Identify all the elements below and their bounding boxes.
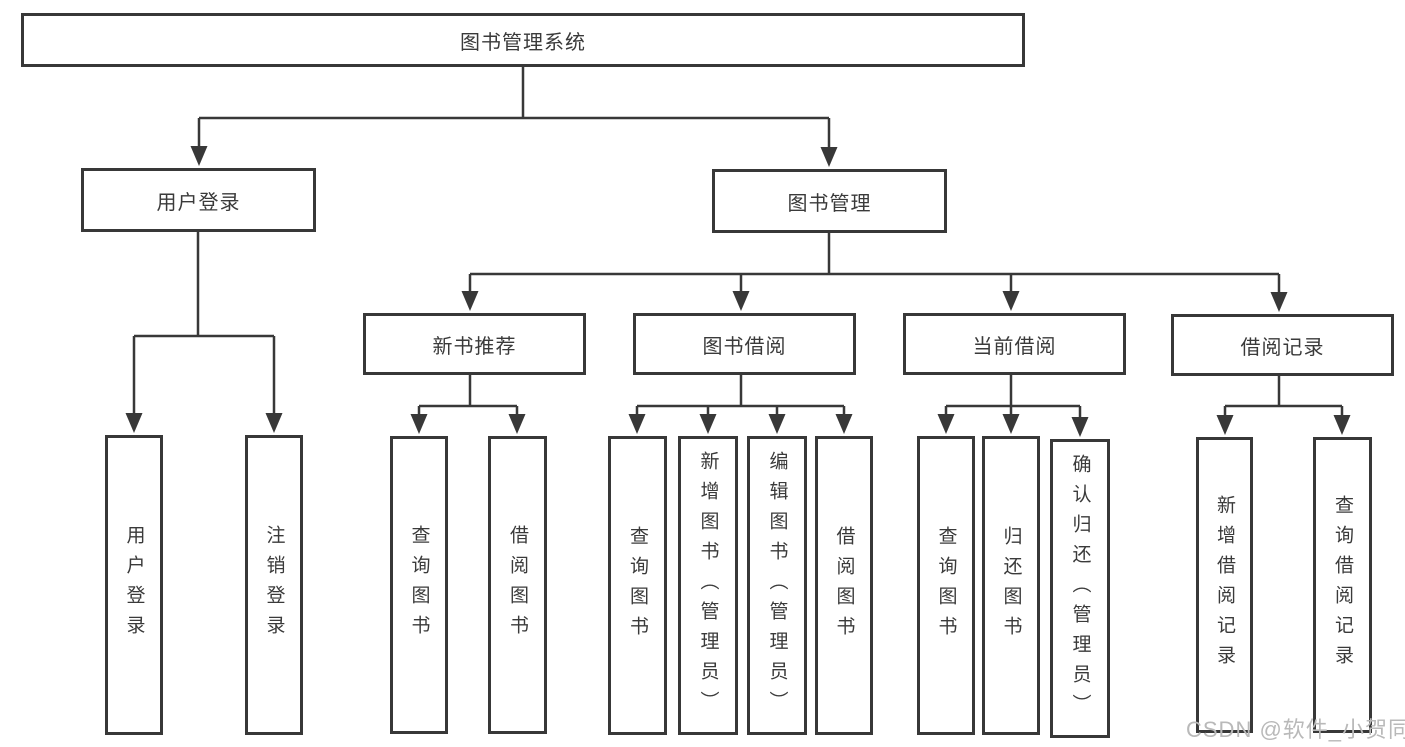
node-new-book-recommend: 新书推荐 — [363, 313, 586, 375]
leaf-bb-borrow-books-label: 借阅图书 — [833, 525, 855, 646]
leaf-bb-add-books-admin-label: 新增图书（管理员） — [697, 450, 719, 721]
node-current-borrow-label: 当前借阅 — [972, 335, 1057, 358]
node-book-management: 图书管理 — [712, 169, 947, 233]
leaf-user-login: 用户登录 — [105, 435, 163, 735]
leaf-bb-edit-books-admin-label: 编辑图书（管理员） — [766, 450, 788, 721]
leaf-br-query-record: 查询借阅记录 — [1313, 437, 1372, 733]
node-current-borrow: 当前借阅 — [903, 313, 1126, 375]
node-book-borrow-label: 图书借阅 — [702, 335, 787, 358]
leaf-cb-return-books-label: 归还图书 — [1000, 525, 1022, 646]
leaf-cb-return-books: 归还图书 — [982, 436, 1040, 735]
node-book-borrow: 图书借阅 — [633, 313, 856, 375]
leaf-bb-query-books: 查询图书 — [608, 436, 667, 735]
leaf-nb-borrow-books: 借阅图书 — [488, 436, 547, 734]
leaf-cb-confirm-return-admin-label: 确认归还（管理员） — [1069, 453, 1091, 724]
node-root: 图书管理系统 — [21, 13, 1025, 67]
node-borrow-records: 借阅记录 — [1171, 314, 1394, 376]
arrowheads — [125, 146, 1351, 437]
leaf-br-query-record-label: 查询借阅记录 — [1332, 495, 1353, 675]
leaf-cb-confirm-return-admin: 确认归还（管理员） — [1050, 439, 1110, 738]
node-user-login: 用户登录 — [81, 168, 316, 232]
node-borrow-records-label: 借阅记录 — [1240, 336, 1325, 359]
node-user-login-label: 用户登录 — [156, 191, 241, 214]
node-new-book-recommend-label: 新书推荐 — [432, 335, 517, 358]
leaf-cb-query-books-label: 查询图书 — [935, 525, 957, 646]
leaf-bb-add-books-admin: 新增图书（管理员） — [678, 436, 738, 735]
leaf-nb-borrow-books-label: 借阅图书 — [507, 525, 528, 645]
leaf-logout: 注销登录 — [245, 435, 303, 735]
watermark: CSDN @软件_小贺同学 — [1186, 717, 1405, 742]
leaf-br-add-record: 新增借阅记录 — [1196, 437, 1253, 733]
leaf-logout-label: 注销登录 — [263, 525, 285, 645]
leaf-nb-query-books: 查询图书 — [390, 436, 448, 734]
leaf-br-add-record-label: 新增借阅记录 — [1214, 495, 1235, 675]
leaf-bb-edit-books-admin: 编辑图书（管理员） — [747, 436, 807, 735]
leaf-user-login-label: 用户登录 — [123, 525, 145, 645]
node-root-label: 图书管理系统 — [460, 31, 586, 54]
node-book-management-label: 图书管理 — [787, 192, 872, 215]
leaf-cb-query-books: 查询图书 — [917, 436, 975, 735]
leaf-bb-borrow-books: 借阅图书 — [815, 436, 873, 735]
leaf-bb-query-books-label: 查询图书 — [627, 525, 648, 646]
leaf-nb-query-books-label: 查询图书 — [408, 525, 430, 645]
